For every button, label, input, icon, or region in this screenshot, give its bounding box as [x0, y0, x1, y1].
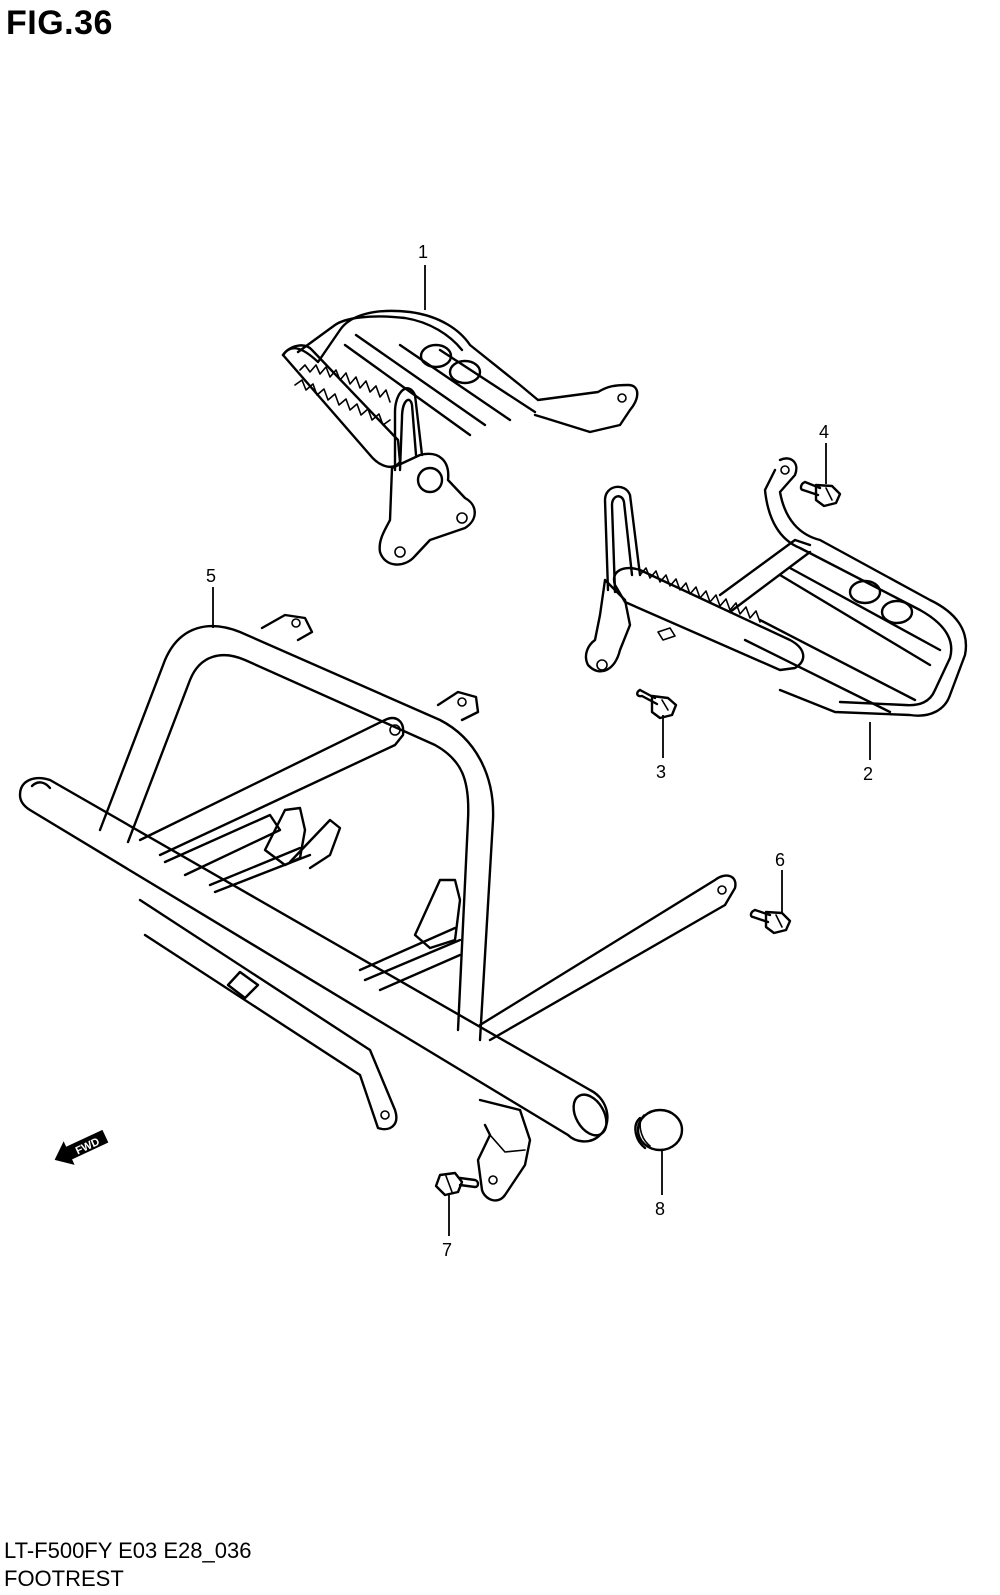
- figure-title: FIG.36: [6, 4, 113, 42]
- callout-2: 2: [863, 764, 873, 784]
- fwd-label: FWD: [74, 1136, 102, 1157]
- callout-7: 7: [442, 1240, 452, 1260]
- part-8-cap[interactable]: [634, 1108, 684, 1152]
- fwd-arrow-icon: FWD: [54, 1129, 109, 1165]
- part-7-bolt[interactable]: [434, 1171, 480, 1197]
- figure-caption: FOOTREST: [4, 1566, 124, 1591]
- callout-5: 5: [206, 566, 216, 586]
- part-6-bolt[interactable]: [749, 908, 792, 935]
- part-3-bolt[interactable]: [636, 688, 678, 720]
- model-code: LT-F500FY E03 E28_036: [4, 1538, 252, 1563]
- callout-4: 4: [819, 422, 829, 442]
- part-2-right-footrest[interactable]: [584, 457, 968, 717]
- callout-8: 8: [655, 1199, 665, 1219]
- part-1-left-footrest[interactable]: [281, 309, 639, 566]
- callout-6: 6: [775, 850, 785, 870]
- part-4-bolt[interactable]: [799, 480, 842, 508]
- callout-3: 3: [656, 762, 666, 782]
- callout-1: 1: [418, 242, 428, 262]
- part-5-footrest-frame[interactable]: [18, 613, 737, 1202]
